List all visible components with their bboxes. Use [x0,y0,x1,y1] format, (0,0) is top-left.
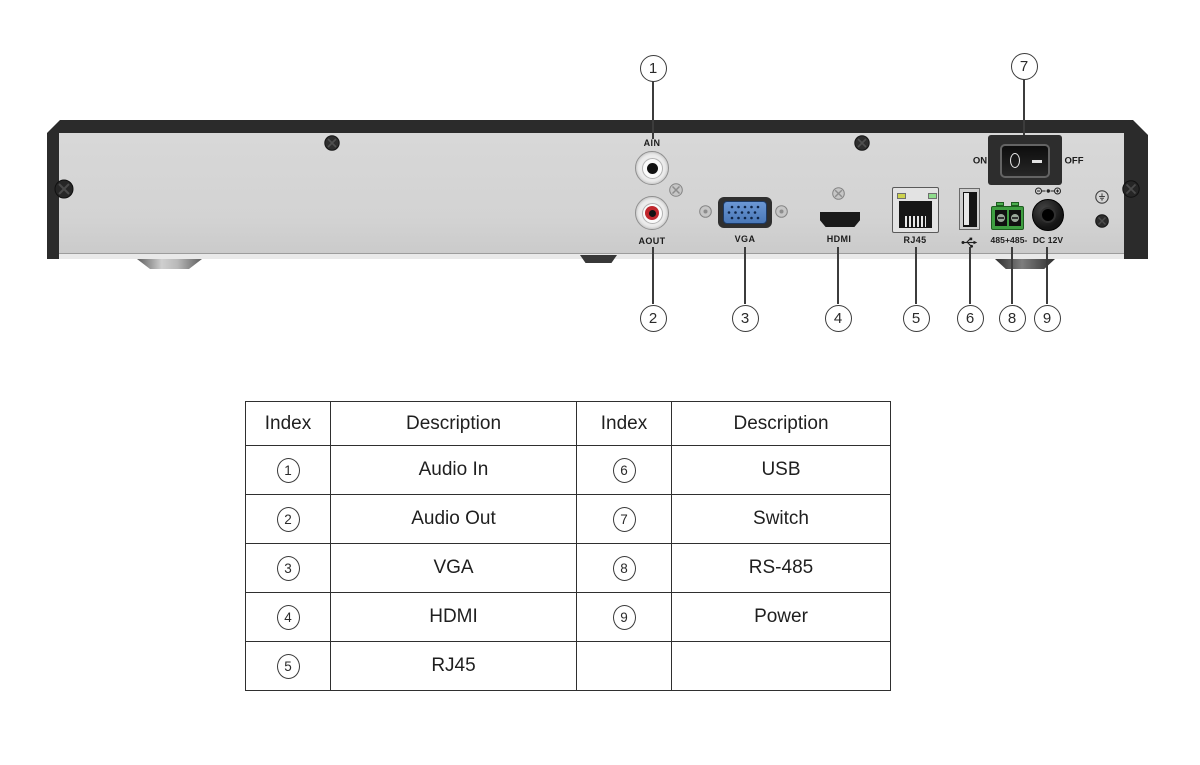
audio-in-port [635,151,669,185]
description-cell: Power [671,592,891,642]
leader-line [1023,79,1025,135]
rj45-label: RJ45 [903,235,927,245]
index-badge: 8 [612,555,636,581]
table-header: Description [671,401,891,446]
index-badge: 3 [276,555,300,581]
switch-off-symbol [1032,160,1042,163]
empty-cell [576,641,672,691]
callout-9: 9 [1033,304,1061,332]
dc-power-jack [1032,199,1064,231]
device-foot [995,259,1055,269]
screw-icon [1122,180,1140,198]
index-badge: 9 [612,604,636,630]
table-row: 2 Audio Out 7 Switch [245,494,891,544]
leader-line [915,247,917,304]
leader-line [1011,247,1013,304]
audio-out-port [635,196,669,230]
index-badge: 4 [276,604,300,630]
rj45-pins [905,216,926,227]
callout-2: 2 [639,304,667,332]
switch-on-label: ON [972,155,988,167]
table-row: 4 HDMI 9 Power [245,592,891,642]
hdmi-port [820,212,860,227]
leader-line [1046,247,1048,304]
leader-line [652,81,654,139]
rs485-terminal-hole [1008,210,1021,226]
ain-label: AIN [643,138,661,148]
rj45-led-yellow [897,193,906,199]
device-foot [137,259,202,269]
usb-tongue [964,193,969,225]
vga-label: VGA [734,234,756,244]
leader-line [652,247,654,304]
hdmi-label: HDMI [826,234,852,244]
callout-8: 8 [998,304,1026,332]
rs485-terminal-hole [994,210,1007,226]
power-switch [1000,144,1050,178]
callout-6: 6 [956,304,984,332]
description-cell: RJ45 [330,641,577,691]
description-cell: Switch [671,494,891,544]
index-badge: 2 [276,506,300,532]
switch-off-label: OFF [1064,155,1084,167]
index-badge: 7 [612,506,636,532]
index-badge: 6 [612,457,636,483]
screw-icon [1095,214,1109,228]
device-foot [580,255,617,263]
rs485-label: 485+485- [990,235,1028,245]
description-cell: RS-485 [671,543,891,593]
vga-port-face [723,201,767,224]
rj45-led-green [928,193,937,199]
aout-label: AOUT [638,236,666,246]
description-cell: VGA [330,543,577,593]
screw-icon [324,135,340,151]
callout-7: 7 [1010,52,1038,80]
index-badge: 1 [276,457,300,483]
table-header: Index [245,401,331,446]
rs485-tab [996,202,1004,206]
table-row: 3 VGA 8 RS-485 [245,543,891,593]
rs485-tab [1011,202,1019,206]
empty-cell [671,641,891,691]
screw-icon [854,135,870,151]
description-cell: Audio In [330,445,577,495]
vga-pins [727,205,760,220]
description-cell: USB [671,445,891,495]
index-badge: 5 [276,653,300,679]
ground-icon [1095,190,1109,204]
table-row: 1 Audio In 6 USB [245,445,891,495]
table-row: 5 RJ45 [245,641,891,691]
screw-icon [775,205,788,218]
table-header: Index [576,401,672,446]
dc-label: DC 12V [1032,235,1064,245]
switch-on-symbol [1010,153,1020,168]
dc-polarity-icon [1035,187,1061,195]
screw-icon [54,179,74,199]
device-back-panel [59,133,1124,253]
usb-icon [961,237,978,248]
leader-line [969,247,971,304]
callout-1: 1 [639,54,667,82]
description-cell: HDMI [330,592,577,642]
screw-icon [699,205,712,218]
table-header: Description [330,401,577,446]
leader-line [744,247,746,304]
description-cell: Audio Out [330,494,577,544]
callout-4: 4 [824,304,852,332]
index-table: Index Description Index Description 1 Au… [245,401,891,691]
callout-3: 3 [731,304,759,332]
table-header-row: Index Description Index Description [245,401,891,446]
callout-5: 5 [902,304,930,332]
leader-line [837,247,839,304]
screw-icon [669,183,683,197]
screw-icon [832,187,845,200]
